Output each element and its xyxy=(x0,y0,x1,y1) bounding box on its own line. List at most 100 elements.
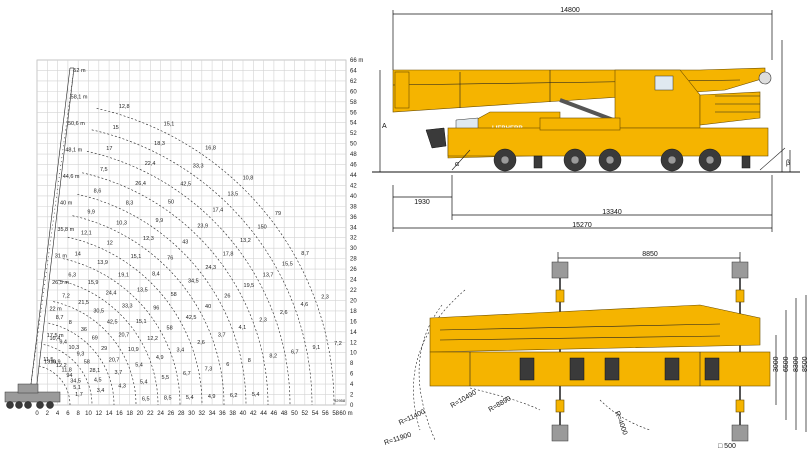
capacity-value: 36 xyxy=(81,327,87,333)
capacity-value: 8,3 xyxy=(126,201,134,207)
x-tick-label: 50 xyxy=(291,411,298,417)
y-tick-label: 48 xyxy=(350,152,357,158)
working-range-arc xyxy=(72,215,225,406)
capacity-value: 8 xyxy=(69,320,72,326)
crane-silhouette-small xyxy=(4,383,61,409)
capacity-value: 8,7 xyxy=(56,315,64,321)
x-tick-label: 56 xyxy=(322,411,329,417)
capacity-value: 13,2 xyxy=(240,238,251,244)
x-tick-label: 58 xyxy=(332,411,339,417)
x-tick-label: 46 xyxy=(271,411,278,417)
capacity-value: 58 xyxy=(167,326,173,332)
working-range-arc xyxy=(82,172,269,406)
capacity-value: 17 xyxy=(106,146,112,152)
x-tick-label: 48 xyxy=(281,411,288,417)
y-tick-label: 22 xyxy=(350,288,357,294)
y-tick-label: 14 xyxy=(350,330,357,336)
dim-8500: 8500 xyxy=(802,356,808,372)
x-tick-label: 4 xyxy=(56,411,60,417)
capacity-value: 10,3 xyxy=(68,345,79,351)
capacity-value: 9,3 xyxy=(77,352,85,358)
capacity-value: 4,3 xyxy=(118,384,126,390)
working-range-arc xyxy=(48,322,115,406)
x-tick-label: 30 xyxy=(188,411,195,417)
capacity-value: 7,3 xyxy=(205,367,213,373)
x-tick-label: 10 xyxy=(85,411,92,417)
capacity-value: 15,1 xyxy=(164,121,175,127)
wheels xyxy=(493,148,722,172)
boom-length-labels: 52 m58,1 m50,6 m48,1 m44,6 m40 m35,8 m31… xyxy=(44,68,88,366)
angle-beta: β xyxy=(786,160,790,167)
capacity-value: 26 xyxy=(224,294,230,300)
capacity-value: 6 xyxy=(226,362,229,368)
dim-outrigger-span: 8850 xyxy=(642,251,658,258)
capacity-value: 8 xyxy=(248,358,251,364)
radius-11900: R=11900 xyxy=(383,432,412,447)
capacity-value: 5,4 xyxy=(140,379,148,385)
x-tick-label: 42 xyxy=(250,411,257,417)
y-tick-label: 66 m xyxy=(350,58,363,64)
capacity-value: 42,5 xyxy=(107,319,118,325)
dim-total-span: 15270 xyxy=(572,222,592,229)
y-tick-label: 6 xyxy=(350,372,354,378)
capacity-value: 15,5 xyxy=(282,262,293,268)
capacity-value: 10,8 xyxy=(243,175,254,181)
boom-length-label: 31 m xyxy=(55,254,68,260)
x-tick-label: 14 xyxy=(106,411,113,417)
capacity-value: 28,1 xyxy=(90,368,101,374)
capacity-value: 14 xyxy=(75,252,81,258)
y-tick-label: 52 xyxy=(350,131,357,137)
x-tick-label: 52 xyxy=(301,411,308,417)
capacity-value: 23,9 xyxy=(197,223,208,229)
capacity-value: 6,7 xyxy=(183,371,191,377)
x-tick-label: 32 xyxy=(198,411,205,417)
y-tick-label: 36 xyxy=(350,215,357,221)
capacity-value: 69 xyxy=(92,336,98,342)
y-tick-label: 2 xyxy=(350,393,354,399)
y-tick-label: 10 xyxy=(350,351,357,357)
x-tick-label: 12 xyxy=(95,411,102,417)
capacity-value: 6,5 xyxy=(142,397,150,403)
dim-8300: 8300 xyxy=(793,356,800,372)
capacity-value: 5,4 xyxy=(186,395,194,401)
capacity-value: 6,3 xyxy=(68,273,76,279)
capacity-value: 12 xyxy=(107,240,113,246)
capacity-value: 4,1 xyxy=(239,325,247,331)
x-tick-label: 18 xyxy=(126,411,133,417)
capacity-value: 40 xyxy=(205,304,211,310)
y-tick-label: 26 xyxy=(350,267,357,273)
capacity-value: 24,3 xyxy=(205,265,216,271)
y-tick-label: 44 xyxy=(350,173,357,179)
y-tick-label: 16 xyxy=(350,319,357,325)
dim-overall-length: 14800 xyxy=(560,7,580,14)
x-tick-label: 36 xyxy=(219,411,226,417)
y-tick-label: 28 xyxy=(350,257,357,263)
capacity-value: 8,7 xyxy=(301,251,309,257)
capacity-value: 15 xyxy=(113,125,119,131)
working-range-arc xyxy=(86,151,291,406)
x-tick-label: 22 xyxy=(147,411,154,417)
capacity-value: 4,5 xyxy=(94,378,102,384)
x-tick-label: 24 xyxy=(157,411,164,417)
y-tick-label: 34 xyxy=(350,225,357,231)
capacity-value: 26,4 xyxy=(135,181,146,187)
capacity-value: 13,5 xyxy=(137,287,148,293)
working-range-curves xyxy=(38,108,335,406)
capacity-value: 2,6 xyxy=(197,340,205,346)
capacity-value: 34,5 xyxy=(70,379,81,385)
capacity-value: 7,2 xyxy=(334,341,342,347)
capacity-value: 22,4 xyxy=(145,161,156,167)
capacity-value: 17,4 xyxy=(212,207,223,213)
working-range-arc xyxy=(96,108,335,406)
capacity-value: 1,7 xyxy=(75,392,83,398)
radius-10490: R=10490 xyxy=(450,389,478,409)
y-tick-label: 58 xyxy=(350,100,357,106)
x-tick-label: 60 m xyxy=(339,411,352,417)
radius-8890: R=8890 xyxy=(488,395,513,413)
capacity-value: 10,4 xyxy=(49,336,60,342)
boom-length-label: 26,5 m xyxy=(52,280,69,286)
capacity-value: 50 xyxy=(168,200,174,206)
x-tick-label: 2 xyxy=(46,411,50,417)
capacity-value: 7,5 xyxy=(100,167,108,173)
capacity-value: 96 xyxy=(153,305,159,311)
